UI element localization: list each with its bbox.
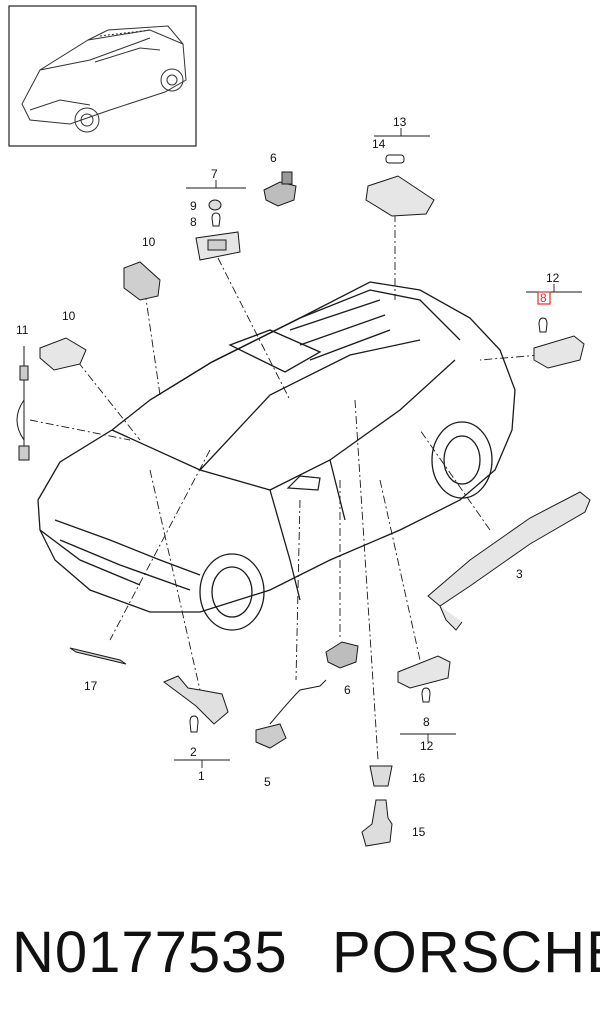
leader-lines [29,214,541,761]
callout-13: 13 [393,115,407,129]
callout-5: 5 [264,775,271,789]
part-lamp-13 [365,175,435,217]
part-courtesy-lamp-7 [195,231,241,261]
part-lamp-10-top [123,261,161,301]
part-handle-lamp-12-top [533,335,585,369]
part-puddle-lamp-5 [255,679,327,749]
part-light-strip-3 [427,491,591,631]
callout-6-top: 6 [270,151,277,165]
callout-8-b: 8 [540,291,547,305]
callout-11: 11 [16,323,29,337]
callout-1: 1 [198,769,205,783]
callout-14: 14 [372,137,386,151]
callout-10-a: 10 [142,235,156,249]
callout-17: 17 [84,679,98,693]
callout-16: 16 [412,771,426,785]
callout-10-b: 10 [62,309,76,323]
part-bulb-8a [211,212,221,227]
part-bulb-2 [189,715,199,733]
part-socket-1 [163,675,229,725]
callout-7: 7 [211,167,218,181]
vehicle-thumbnail [8,5,197,147]
callout-labels: 7 9 8 6 13 14 10 10 11 12 8 3 6 8 12 17 … [16,115,560,839]
part-wire-11 [16,346,30,461]
part-connector-6-bottom [325,641,359,669]
mirror [286,475,321,491]
footer: N0177535 PORSCHE [0,905,600,1005]
part-connector-6-top [263,171,297,207]
callout-12-bottom: 12 [420,739,434,753]
part-bulb-9 [208,199,222,211]
part-seal-17 [69,647,127,665]
part-bulb-8c [421,687,431,703]
callout-15: 15 [412,825,426,839]
part-lamp-10-left [39,337,87,371]
part-number: N0177535 [12,920,288,985]
part-festoon-bulb-14 [385,154,405,164]
callout-8-c: 8 [423,715,430,729]
exploded-parts-diagram: 7 9 8 6 13 14 10 10 11 12 8 3 6 8 12 17 … [8,5,591,847]
wheels [199,421,493,631]
callout-9: 9 [190,199,197,213]
callout-brackets [174,128,582,768]
callout-2: 2 [190,745,197,759]
brand-name: PORSCHE [332,920,600,985]
callout-6-bottom: 6 [344,683,351,697]
part-handle-lamp-12-bottom [397,655,451,689]
callout-12-top: 12 [546,271,560,285]
part-bulb-8b [538,317,548,333]
callout-8-a: 8 [190,215,197,229]
part-grommet-16 [369,765,393,787]
callout-3: 3 [516,567,523,581]
part-switch-15 [361,799,393,847]
vehicle-main-outline [37,281,516,613]
